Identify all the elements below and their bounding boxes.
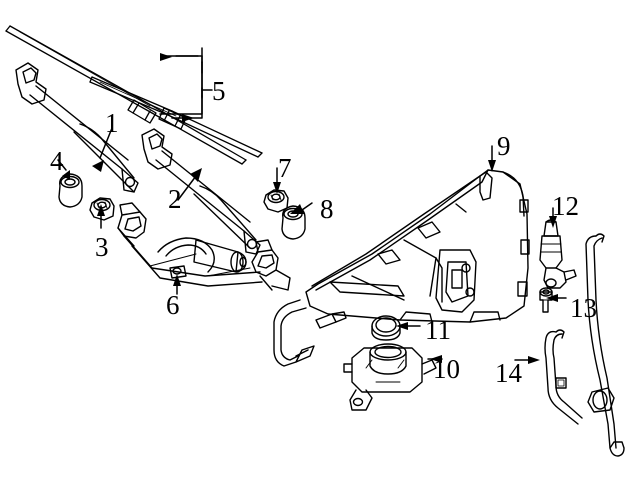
wiper-arm-passenger	[141, 128, 261, 255]
callout-number-4: 4	[50, 146, 64, 176]
callout-number-9: 9	[497, 131, 511, 161]
callout-number-10: 10	[433, 354, 460, 384]
callout-number-8: 8	[320, 194, 334, 224]
callout-number-1: 1	[105, 108, 119, 138]
pump-grommet	[539, 287, 553, 313]
callout-number-2: 2	[168, 184, 182, 214]
callout-leaders	[57, 47, 567, 364]
wiper-arm-cap-left	[58, 173, 83, 208]
wiper-linkage-assembly	[117, 202, 291, 291]
washer-pump	[539, 219, 577, 289]
callout-number-3: 3	[95, 232, 109, 262]
callout-number-11: 11	[425, 315, 451, 345]
filler-neck	[343, 343, 437, 411]
wiper-arm-nut-right	[263, 189, 289, 213]
callout-number-13: 13	[570, 293, 597, 323]
callout-number-6: 6	[166, 290, 180, 320]
reservoir-outlet-hose	[273, 299, 347, 367]
callout-number-7: 7	[278, 153, 292, 183]
washer-reservoir	[305, 169, 530, 323]
filler-cap	[371, 315, 401, 341]
callout-number-5: 5	[212, 76, 226, 106]
wiper-arm-driver	[15, 62, 139, 193]
wiper-blade-upper	[5, 25, 247, 165]
callout-number-12: 12	[552, 191, 579, 221]
washer-hose	[544, 233, 625, 457]
callout-number-14: 14	[495, 358, 522, 388]
